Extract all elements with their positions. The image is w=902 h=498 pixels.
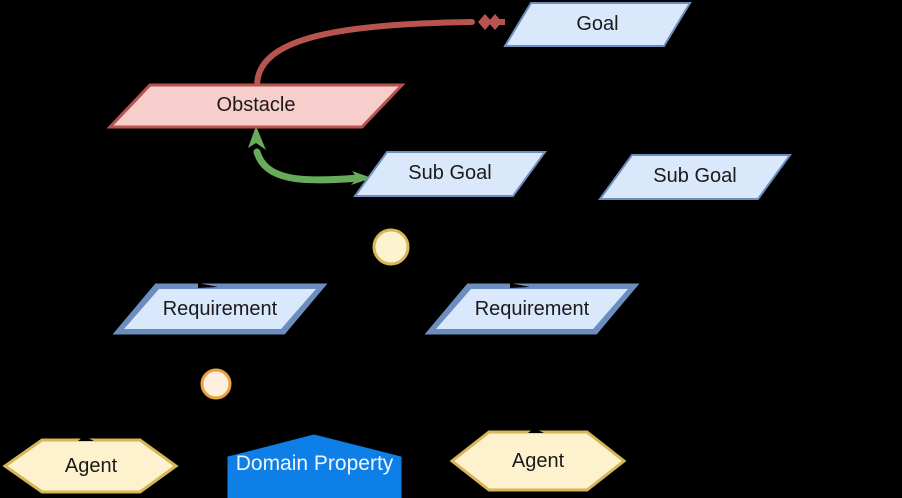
arrowhead-right-icon [351,171,372,185]
node-subgoal-left[interactable] [353,151,547,197]
domain-property-pentagon [227,434,402,498]
node-refinement-circle-upper[interactable] [372,228,410,266]
node-agent-left[interactable] [2,436,179,494]
refinement-circle-icon [372,228,410,266]
obstacle-parallelogram [106,83,406,129]
node-refinement-circle-lower[interactable] [200,368,232,400]
bowtie-marker-icon [478,14,505,30]
node-requirement-right[interactable] [424,283,640,335]
agent-left-hexagon [2,438,179,494]
node-requirement-left[interactable] [112,283,328,335]
resolution-edge-path [253,148,362,184]
obstruction-edge-path [254,19,475,89]
subgoal-right-parallelogram [598,154,792,200]
requirement-right-inner-fill [436,289,628,329]
requirement-right-notch [510,283,530,288]
node-subgoal-right[interactable] [598,154,792,200]
obstruction-edge[interactable] [254,14,505,89]
requirement-left-notch [198,283,218,288]
resolution-edge[interactable] [248,126,372,185]
refinement-circle-small-icon [200,368,232,400]
agent-left-notch [78,436,94,441]
node-goal[interactable] [503,1,692,47]
node-agent-right[interactable] [449,428,627,492]
agent-right-hexagon [449,430,627,492]
node-domain-property[interactable] [227,434,402,498]
agent-right-notch [528,428,544,433]
subgoal-left-parallelogram [353,151,547,197]
requirement-left-inner-fill [124,289,316,329]
node-obstacle[interactable] [106,83,406,129]
arrowhead-up-icon [248,126,266,150]
goal-parallelogram [503,1,692,47]
